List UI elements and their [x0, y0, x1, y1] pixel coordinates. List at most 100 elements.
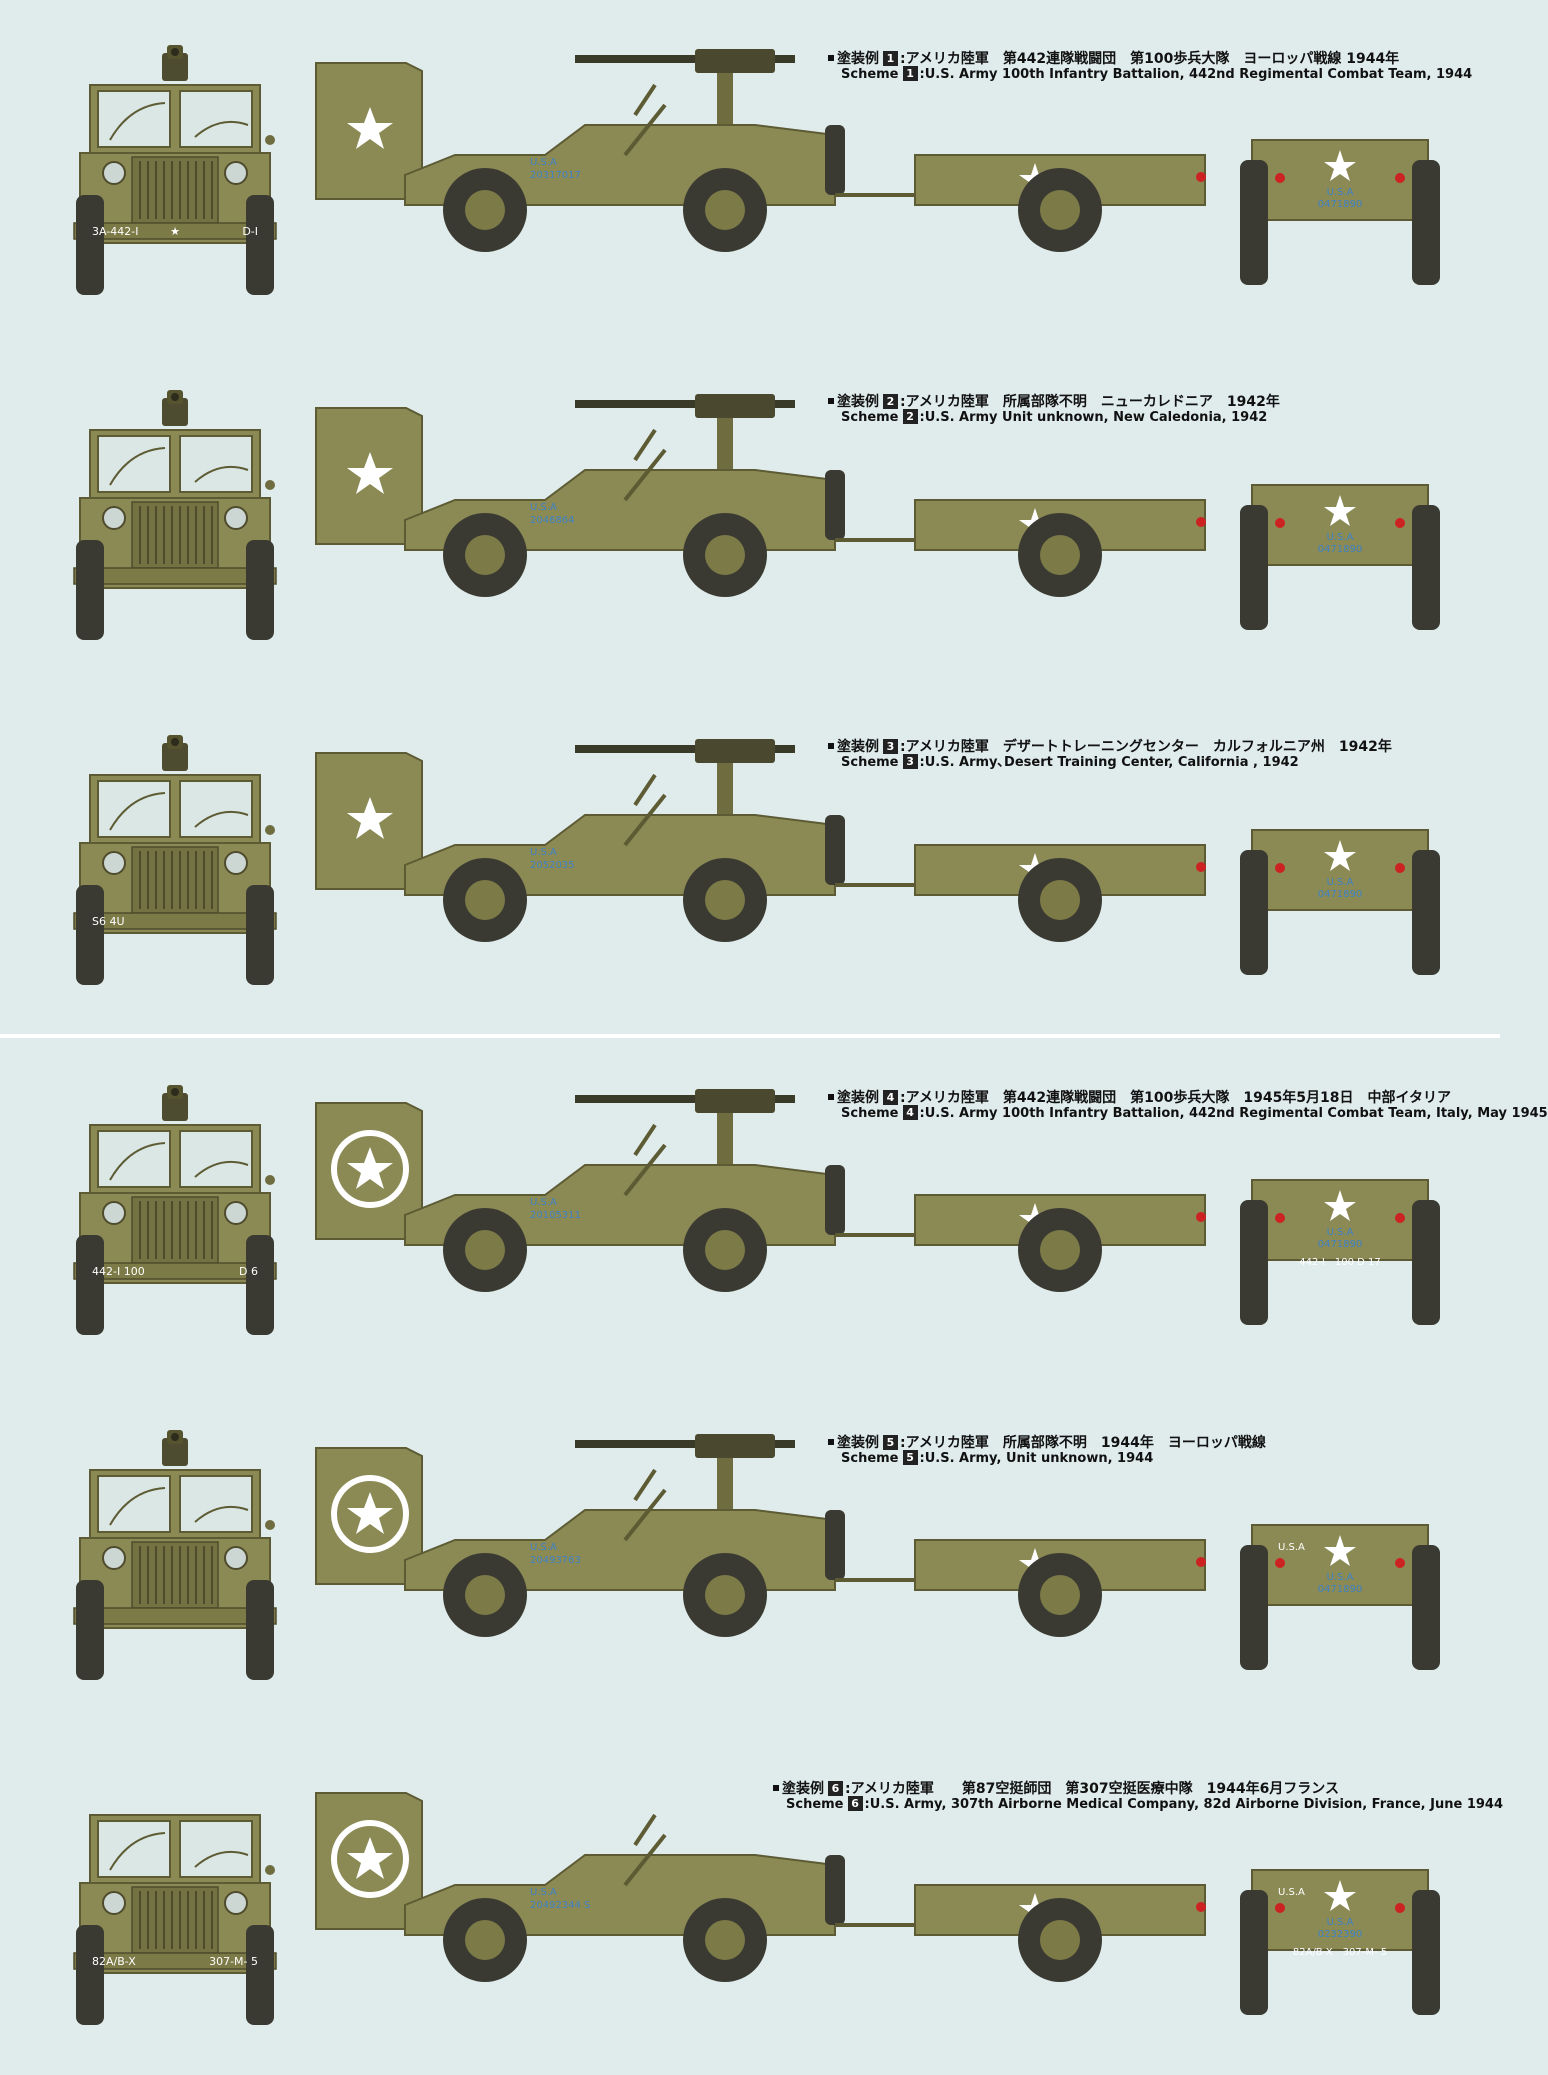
label-jp: 塗装例	[782, 1781, 824, 1797]
jeep-front-view	[73, 390, 277, 640]
label-jp: 塗装例	[837, 739, 879, 755]
scheme-number: 2	[883, 394, 898, 409]
headlight-left	[102, 1201, 126, 1225]
mirror	[265, 1175, 275, 1185]
jeep-front-view: 3A-442-I ★ D-I	[73, 45, 277, 295]
hood-usa-text: U.S.A	[530, 1542, 557, 1553]
section-divider	[0, 1034, 1500, 1038]
headlight-left	[102, 161, 126, 185]
seat-steering	[623, 1123, 667, 1197]
rear-usa-text: U.S.A	[1278, 1887, 1305, 1898]
jeep-side-view: U.S.A 20492344 S	[404, 1813, 1206, 1982]
front-bumper-right-text: D 6	[239, 1265, 258, 1278]
windshield-frame	[89, 1124, 261, 1196]
scheme-number: 4	[883, 1090, 898, 1105]
grille	[131, 156, 219, 224]
jeep-side-view: U.S.A 20317017	[404, 49, 1206, 252]
scheme-text-en: :U.S. Army 100th Infantry Battalion, 442…	[919, 67, 1473, 82]
windshield-frame	[89, 1469, 261, 1541]
grille	[131, 1196, 219, 1264]
bullet-mark	[828, 1094, 834, 1100]
windshield-frame	[89, 429, 261, 501]
front-bumper	[73, 222, 277, 240]
grille	[131, 846, 219, 914]
scheme-text-jp: :アメリカ陸軍 第442連隊戦闘団 第100歩兵大隊 1945年5月18日 中部…	[900, 1090, 1451, 1106]
spare-tire	[825, 470, 845, 540]
trailer-tail-light	[1196, 862, 1206, 872]
gun-mount	[162, 390, 188, 426]
headlight-left	[102, 1891, 126, 1915]
front-tire-left	[76, 1925, 104, 2025]
jeep-front-view: S6 4U	[73, 735, 277, 985]
scheme-number: 3	[902, 754, 918, 769]
mirror	[265, 1865, 275, 1875]
spare-tire	[825, 815, 845, 885]
trailer-rear-star	[1324, 840, 1356, 871]
hood-usa-text: U.S.A	[530, 847, 557, 858]
seat-steering	[623, 1813, 667, 1887]
front-bumper-left-text: 3A-442-I	[92, 225, 138, 238]
hood-star	[347, 107, 393, 149]
hood-usa-text: U.S.A	[530, 1197, 557, 1208]
front-tire-left	[76, 885, 104, 985]
label-en: Scheme	[786, 1797, 844, 1812]
front-bumper	[73, 1607, 277, 1625]
trailer-serial-text: 0232390	[1318, 1929, 1363, 1940]
seat-steering	[623, 428, 667, 502]
headlight-right	[224, 1201, 248, 1225]
front-bumper-left-text: S6 4U	[92, 915, 125, 928]
trailer-serial-text: 0471890	[1318, 889, 1363, 900]
hood-top-view	[315, 1447, 423, 1585]
trailer-rear-star	[1324, 1880, 1356, 1911]
mirror	[265, 480, 275, 490]
trailer-rear-view: U.S.A 0471890	[1240, 139, 1440, 285]
hood-usa-text: U.S.A	[530, 1887, 557, 1898]
grille	[131, 1886, 219, 1954]
hood-serial-text: 20492344 S	[530, 1900, 590, 1911]
headlight-left	[102, 506, 126, 530]
front-bumper-right-text: 307-M- 5	[209, 1955, 258, 1968]
trailer-tail-light	[1196, 1212, 1206, 1222]
trailer-tail-light	[1196, 517, 1206, 527]
gun-mount	[162, 735, 188, 771]
scheme-number: 6	[847, 1796, 863, 1811]
hood-star-ring	[331, 1130, 409, 1208]
scheme-number: 5	[883, 1435, 898, 1450]
scheme-text-en: :U.S. Army, Unit unknown, 1944	[919, 1451, 1154, 1466]
trailer-rear-star	[1324, 1190, 1356, 1221]
hood-star	[347, 1837, 393, 1879]
gun-mount	[162, 1085, 188, 1121]
spare-tire	[825, 1165, 845, 1235]
scheme-number: 5	[902, 1450, 918, 1465]
scheme-text-jp: :アメリカ陸軍 第87空挺師団 第307空挺医療中隊 1944年6月フランス	[845, 1781, 1340, 1797]
jeep-front-view: 442-I 100 D 6	[73, 1085, 277, 1335]
label-en: Scheme	[841, 67, 899, 82]
headlight-left	[102, 851, 126, 875]
jeep-side-view: U.S.A 2046864	[404, 394, 1206, 597]
hood-star	[347, 1492, 393, 1534]
mirror	[265, 1520, 275, 1530]
trailer-serial-text: 0471890	[1318, 1239, 1363, 1250]
front-tire-left	[76, 1580, 104, 1680]
scheme-text-en: :U.S. Army, 307th Airborne Medical Compa…	[864, 1797, 1504, 1812]
scheme-number: 6	[828, 1781, 843, 1796]
trailer-usa-text: U.S.A	[1327, 877, 1354, 888]
trailer-usa-text: U.S.A	[1327, 187, 1354, 198]
front-tire-right	[246, 1580, 274, 1680]
hood-serial-text: 20317017	[530, 170, 581, 181]
spare-tire	[825, 125, 845, 195]
mirror	[265, 135, 275, 145]
scheme-caption-jp: 塗装例 6:アメリカ陸軍 第87空挺師団 第307空挺医療中隊 1944年6月フラ…	[773, 1780, 1339, 1798]
headlight-right	[224, 851, 248, 875]
